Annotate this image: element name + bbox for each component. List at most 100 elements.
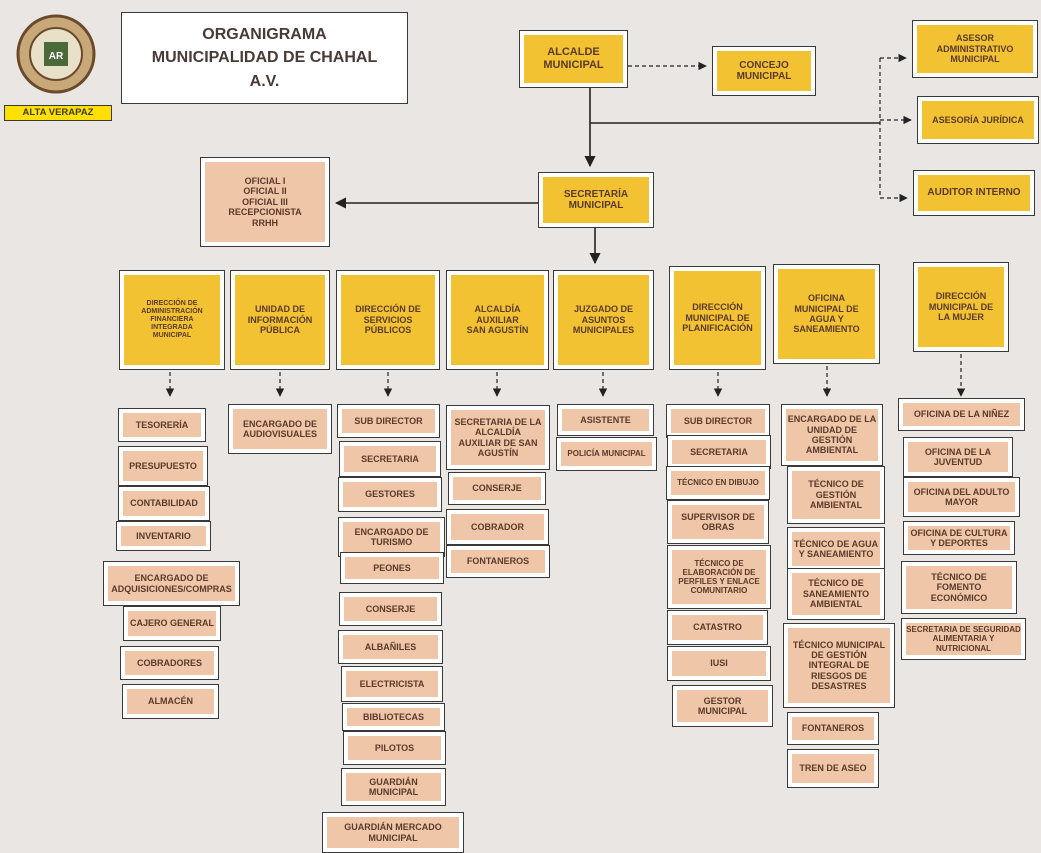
- unit-box-2-10-label: GUARDIÁN MUNICIPAL: [346, 773, 441, 801]
- unit-box-0-3: INVENTARIO: [116, 521, 211, 551]
- chart-title-line-1: ORGANIGRAMA: [202, 26, 327, 44]
- unit-box-2-4: PEONES: [340, 552, 444, 584]
- unit-box-2-9-label: PILOTOS: [348, 736, 441, 760]
- unit-box-6-1: TÉCNICO DE GESTIÓN AMBIENTAL: [787, 466, 885, 524]
- unit-box-5-7: GESTOR MUNICIPAL: [672, 685, 773, 727]
- alcalde-municipal-box: ALCALDE MUNICIPAL: [519, 30, 628, 88]
- unit-box-3-0: SECRETARIA DE LA ALCALDÍA AUXILIAR DE SA…: [446, 405, 550, 470]
- unit-box-0-2: CONTABILIDAD: [118, 486, 210, 521]
- unit-box-5-3: SUPERVISOR DE OBRAS: [667, 500, 769, 544]
- unit-box-3-3-label: FONTANEROS: [451, 550, 545, 573]
- unit-box-7-4: TÉCNICO DE FOMENTO ECONÓMICO: [901, 561, 1017, 614]
- unit-box-7-2: OFICINA DEL ADULTO MAYOR: [903, 477, 1020, 517]
- unit-box-7-4-label: TÉCNICO DE FOMENTO ECONÓMICO: [906, 566, 1012, 609]
- unit-box-6-0-label: ENCARGADO DE LA UNIDAD DE GESTIÓN AMBIEN…: [786, 409, 878, 461]
- asesoria-juridica-box-label: ASESORÍA JURÍDICA: [922, 101, 1034, 139]
- unit-box-0-6: COBRADORES: [120, 646, 219, 680]
- unit-box-2-2: GESTORES: [338, 477, 442, 512]
- unit-box-7-0-label: OFICINA DE LA NIÑEZ: [903, 403, 1020, 426]
- oficiales-box-label: OFICIAL I OFICIAL II OFICIAL III RECEPCI…: [205, 162, 325, 242]
- unit-box-3-2: COBRADOR: [446, 509, 549, 545]
- unit-box-2-5: CONSERJE: [339, 592, 442, 626]
- unit-box-2-7: ELECTRICISTA: [341, 666, 443, 702]
- department-box-6-label: OFICINA MUNICIPAL DE AGUA Y SANEAMIENTO: [778, 269, 875, 359]
- secretaria-municipal-box: SECRETARÍA MUNICIPAL: [538, 172, 654, 228]
- unit-box-0-3-label: INVENTARIO: [121, 526, 206, 546]
- unit-box-6-0: ENCARGADO DE LA UNIDAD DE GESTIÓN AMBIEN…: [781, 404, 883, 466]
- department-box-2-label: DIRECCIÓN DE SERVICIOS PÚBLICOS: [341, 275, 435, 365]
- department-box-4-label: JUZGADO DE ASUNTOS MUNICIPALES: [558, 275, 649, 365]
- department-box-7-label: DIRECCIÓN MUNICIPAL DE LA MUJER: [918, 267, 1004, 347]
- unit-box-7-1: OFICINA DE LA JUVENTUD: [903, 437, 1013, 477]
- department-box-6: OFICINA MUNICIPAL DE AGUA Y SANEAMIENTO: [773, 264, 880, 364]
- department-box-2: DIRECCIÓN DE SERVICIOS PÚBLICOS: [336, 270, 440, 370]
- unit-box-5-2: TÉCNICO EN DIBUJO: [666, 466, 770, 500]
- department-box-3: ALCALDÍA AUXILIAR SAN AGUSTÍN: [446, 270, 549, 370]
- svg-text:AR: AR: [49, 51, 64, 62]
- unit-box-5-2-label: TÉCNICO EN DIBUJO: [671, 471, 765, 495]
- unit-box-2-5-label: CONSERJE: [344, 597, 437, 621]
- unit-box-0-0: TESORERÍA: [118, 408, 206, 442]
- unit-box-7-5: SECRETARIA DE SEGURIDAD ALIMENTARIA Y NU…: [901, 618, 1026, 660]
- unit-box-4-0: ASISTENTE: [557, 404, 654, 436]
- unit-box-1-0: ENCARGADO DE AUDIOVISUALES: [228, 404, 332, 454]
- unit-box-5-6-label: IUSI: [672, 651, 766, 676]
- unit-box-0-5-label: CAJERO GENERAL: [128, 611, 216, 636]
- unit-box-7-1-label: OFICINA DE LA JUVENTUD: [908, 442, 1008, 472]
- unit-box-6-5-label: FONTANEROS: [792, 717, 874, 740]
- auditor-interno-box-label: AUDITOR INTERNO: [918, 175, 1030, 211]
- concejo-municipal-box-label: CONCEJO MUNICIPAL: [717, 51, 811, 91]
- unit-box-0-1-label: PRESUPUESTO: [123, 451, 203, 481]
- unit-box-6-6: TREN DE ASEO: [787, 749, 879, 788]
- unit-box-6-6-label: TREN DE ASEO: [792, 754, 874, 783]
- department-box-5: DIRECCIÓN MUNICIPAL DE PLANIFICACIÓN: [669, 266, 766, 370]
- department-box-1-label: UNIDAD DE INFORMACIÓN PÚBLICA: [235, 275, 325, 365]
- unit-box-5-3-label: SUPERVISOR DE OBRAS: [672, 505, 764, 539]
- unit-box-4-1-label: POLICÍA MUNICIPAL: [561, 442, 652, 466]
- unit-box-3-3: FONTANEROS: [446, 545, 550, 578]
- unit-box-7-5-label: SECRETARIA DE SEGURIDAD ALIMENTARIA Y NU…: [906, 623, 1021, 655]
- unit-box-2-1: SECRETARIA: [339, 441, 441, 477]
- unit-box-4-0-label: ASISTENTE: [562, 409, 649, 431]
- unit-box-2-0: SUB DIRECTOR: [337, 404, 440, 438]
- unit-box-6-5: FONTANEROS: [787, 712, 879, 745]
- alcalde-municipal-box-label: ALCALDE MUNICIPAL: [524, 35, 623, 83]
- seal-emblem-icon: AR: [16, 14, 96, 94]
- unit-box-7-2-label: OFICINA DEL ADULTO MAYOR: [908, 482, 1015, 512]
- concejo-municipal-box: CONCEJO MUNICIPAL: [712, 46, 816, 96]
- unit-box-2-6-label: ALBAÑILES: [343, 635, 438, 659]
- unit-box-2-7-label: ELECTRICISTA: [346, 671, 438, 697]
- unit-box-0-0-label: TESORERÍA: [123, 413, 201, 437]
- unit-box-7-3-label: OFICINA DE CULTURA Y DEPORTES: [908, 526, 1010, 550]
- unit-box-2-3: ENCARGADO DE TURISMO: [338, 517, 445, 557]
- unit-box-2-6: ALBAÑILES: [338, 630, 443, 664]
- unit-box-0-5: CAJERO GENERAL: [123, 606, 221, 641]
- unit-box-0-2-label: CONTABILIDAD: [123, 491, 205, 516]
- unit-box-5-4: TÉCNICO DE ELABORACIÓN DE PERFILES Y ENL…: [667, 545, 771, 609]
- unit-box-5-4-label: TÉCNICO DE ELABORACIÓN DE PERFILES Y ENL…: [672, 550, 766, 604]
- unit-box-2-8-label: BIBLIOTECAS: [347, 708, 440, 726]
- unit-box-6-2-label: TÉCNICO DE AGUA Y SANEAMIENTO: [792, 532, 880, 566]
- unit-box-0-6-label: COBRADORES: [125, 651, 214, 675]
- unit-box-5-5: CATASTRO: [667, 610, 768, 645]
- department-box-4: JUZGADO DE ASUNTOS MUNICIPALES: [553, 270, 654, 370]
- unit-box-0-7: ALMACÉN: [122, 684, 219, 719]
- auditor-interno-box: AUDITOR INTERNO: [913, 170, 1035, 216]
- chart-title-line-3: A.V.: [249, 72, 280, 90]
- unit-box-5-1: SECRETARIA: [667, 435, 771, 469]
- department-box-3-label: ALCALDÍA AUXILIAR SAN AGUSTÍN: [451, 275, 544, 365]
- unit-box-5-7-label: GESTOR MUNICIPAL: [677, 690, 768, 722]
- unit-box-5-1-label: SECRETARIA: [672, 440, 766, 464]
- unit-box-7-0: OFICINA DE LA NIÑEZ: [898, 398, 1025, 431]
- unit-box-6-1-label: TÉCNICO DE GESTIÓN AMBIENTAL: [792, 471, 880, 519]
- unit-box-2-9: PILOTOS: [343, 731, 446, 765]
- unit-box-2-10: GUARDIÁN MUNICIPAL: [341, 768, 446, 806]
- department-box-0-label: DIRECCIÓN DE ADMINISTRACIÓN FINANCIERA I…: [124, 275, 220, 365]
- unit-box-5-5-label: CATASTRO: [672, 615, 763, 640]
- department-box-5-label: DIRECCIÓN MUNICIPAL DE PLANIFICACIÓN: [674, 271, 761, 365]
- unit-box-6-2: TÉCNICO DE AGUA Y SANEAMIENTO: [787, 527, 885, 571]
- unit-box-0-1: PRESUPUESTO: [118, 446, 208, 486]
- unit-box-6-3-label: TÉCNICO DE SANEAMIENTO AMBIENTAL: [792, 573, 880, 615]
- unit-box-2-2-label: GESTORES: [343, 482, 437, 507]
